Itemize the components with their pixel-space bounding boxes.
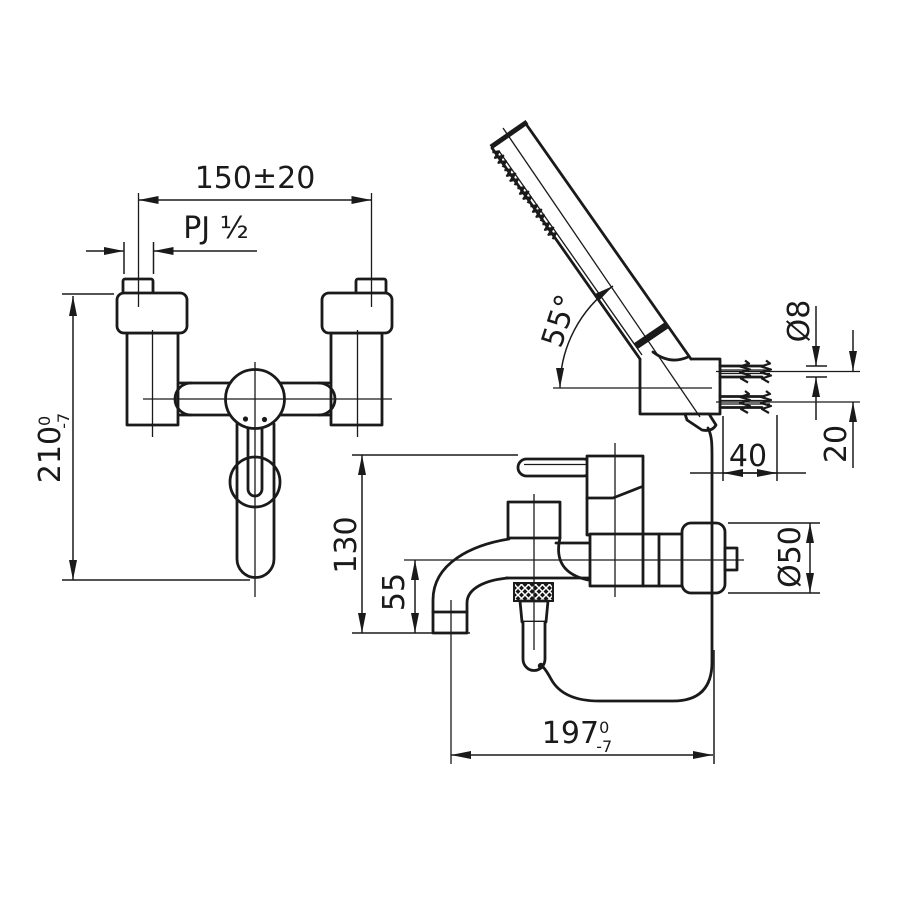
shower-face-line [498, 150, 643, 356]
dim-mount-span-label: 150±20 [195, 161, 316, 196]
dim-height-ext [62, 293, 250, 581]
shower-bottom-arc [651, 350, 690, 362]
bracket-outlet [683, 412, 718, 432]
dim-body-height-label: 130 [329, 516, 364, 573]
lever-base-edge [585, 485, 643, 500]
hand-shower [489, 119, 693, 362]
shower-axis-centerline [502, 127, 701, 418]
side-view [404, 119, 860, 764]
dim-thread-label: PJ ½ [183, 211, 249, 246]
dim-body-height-ext [352, 454, 518, 634]
left-escutcheon [115, 291, 189, 335]
supply-pipes [718, 359, 773, 415]
hot-dot [242, 416, 249, 422]
tee-fillet [557, 536, 590, 582]
flange-nipple [723, 546, 739, 572]
dim-angle-label: 55° [535, 290, 585, 351]
right-escutcheon [320, 291, 394, 335]
dim-reach-label: 1970-7 [542, 716, 612, 756]
spout-inner-curve [465, 576, 510, 614]
dim-offset-label: 40 [729, 439, 767, 474]
spout-outlet [431, 610, 469, 635]
wall-flange [680, 521, 727, 595]
shower-cap [489, 119, 529, 150]
dimensions: 150±20 PJ ½ 2100-7 55° Ø8 40 20 130 55 [33, 161, 857, 764]
shower-hose [539, 426, 714, 703]
shower-right-edge [524, 122, 693, 361]
dim-height-label: 2100-7 [33, 413, 73, 483]
side-lever-handle [516, 457, 594, 478]
shower-bracket [638, 357, 722, 416]
dim-flange-label: Ø50 [773, 526, 808, 588]
shower-grip-band [634, 322, 669, 349]
dim-pipe-dia-label: Ø8 [782, 300, 817, 343]
dim-flange-ext [728, 522, 820, 594]
dim-angle-arc [556, 285, 614, 389]
spout-outer-curve [431, 537, 511, 614]
dim-gap-label: 20 [819, 425, 854, 463]
cold-dot [261, 416, 268, 423]
dim-spout-drop-label: 55 [377, 573, 412, 611]
front-view [115, 193, 394, 597]
right-leg [329, 331, 384, 427]
shower-body-fill [492, 124, 691, 359]
